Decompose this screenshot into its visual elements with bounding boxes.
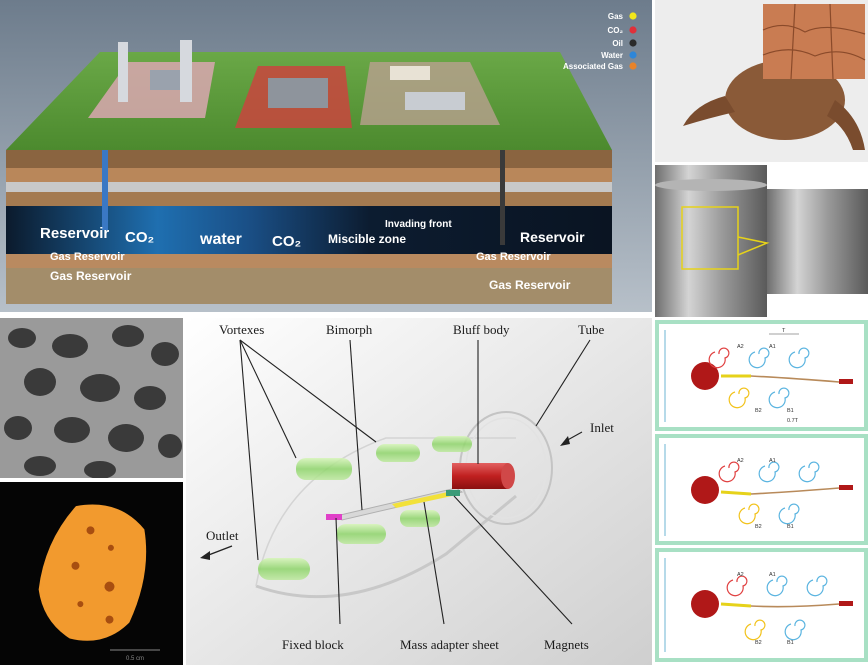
sim1-label-a1: A1 xyxy=(769,344,776,350)
legend-label-water: Water xyxy=(601,51,623,60)
harvester-diagram: Vortexes Bimorph Bluff body Tube Inlet O… xyxy=(186,318,652,665)
label-reservoir-right: Reservoir xyxy=(520,229,585,245)
legend-label-co2: CO₂ xyxy=(607,26,623,35)
label-co2-right: CO₂ xyxy=(272,233,301,250)
bluff-cylinder xyxy=(691,590,719,618)
zoom-box xyxy=(681,206,739,270)
label-miscible-zone: Miscible zone xyxy=(328,232,406,246)
legend-label-oil: Oil xyxy=(612,39,623,48)
reservoir-panel: Gas CO₂ Oil Water Associated Gas Reservo… xyxy=(0,0,652,312)
label-water: water xyxy=(199,231,242,248)
vortex-sim-svg-1: A2 A1 B2 B1 T 0.7T xyxy=(664,328,853,424)
vortex-cylinders xyxy=(258,436,472,580)
sem-pores xyxy=(4,325,182,478)
sim3-label-b2: B2 xyxy=(755,640,762,646)
sim1-label-a2: A2 xyxy=(737,344,744,350)
label-gas-reservoir-1: Gas Reservoir xyxy=(50,251,125,263)
sim3-label-a2: A2 xyxy=(737,572,744,578)
sim1-label-b1: B1 xyxy=(787,408,794,414)
sim3-label-b1: B1 xyxy=(787,640,794,646)
vortex-sim-panel-3: A2 A1 B2 B1 xyxy=(655,548,868,662)
fixed-block xyxy=(326,514,342,520)
sim2-label-b2: B2 xyxy=(755,524,762,530)
tube-photo xyxy=(655,165,868,317)
bluff-body xyxy=(452,463,508,489)
label-co2-left: CO₂ xyxy=(125,229,154,246)
sim2-label-a1: A1 xyxy=(769,458,776,464)
reservoir-illustration: Gas CO₂ Oil Water Associated Gas Reservo… xyxy=(0,0,652,312)
tube-zoom-inset xyxy=(767,189,868,294)
legend-label-associated-gas: Associated Gas xyxy=(563,62,624,71)
sim3-label-a1: A1 xyxy=(769,572,776,578)
label-gas-reservoir-4: Gas Reservoir xyxy=(489,278,571,292)
ct-sample xyxy=(38,504,147,641)
label-reservoir-left: Reservoir xyxy=(40,225,109,242)
pangolin-photo xyxy=(655,0,868,162)
sim1-label-tt: 0.7T xyxy=(787,418,799,424)
legend-label-gas: Gas xyxy=(608,12,624,21)
ct-scale-label: 0.5 cm xyxy=(126,656,144,662)
sim1-label-t: T xyxy=(782,328,786,334)
magnets xyxy=(446,490,460,496)
bluff-cylinder xyxy=(691,476,719,504)
label-magnets: Magnets xyxy=(544,637,589,652)
legend-dot-oil xyxy=(629,39,637,47)
label-fixed-block: Fixed block xyxy=(282,637,344,652)
vortex-sim-svg-3: A2 A1 B2 B1 xyxy=(664,558,853,652)
label-bluff-body: Bluff body xyxy=(453,322,510,337)
sim1-label-b2: B2 xyxy=(755,408,762,414)
pangolin-body xyxy=(725,60,845,140)
label-invading-front: Invading front xyxy=(385,219,452,230)
legend-dot-water xyxy=(629,51,637,59)
label-gas-reservoir-2: Gas Reservoir xyxy=(476,251,551,263)
legend-dot-gas xyxy=(629,12,637,20)
legend-dot-co2 xyxy=(629,26,637,34)
label-vortexes: Vortexes xyxy=(219,322,264,337)
vortex-sim-svg-2: A2 A1 B2 B1 xyxy=(664,444,853,536)
label-gas-reservoir-3: Gas Reservoir xyxy=(50,269,132,283)
sim2-label-a2: A2 xyxy=(737,458,744,464)
label-bimorph: Bimorph xyxy=(326,322,373,337)
label-tube: Tube xyxy=(578,322,604,337)
label-inlet: Inlet xyxy=(590,420,614,435)
bluff-cylinder xyxy=(691,362,719,390)
vortex-sim-panel-2: A2 A1 B2 B1 xyxy=(655,434,868,545)
legend-dot-associated-gas xyxy=(629,62,637,70)
ct-scan-image: 0.5 cm xyxy=(0,482,183,665)
vortex-sim-panel-1: A2 A1 B2 B1 T 0.7T xyxy=(655,320,868,431)
mass-adapter-sheet xyxy=(392,492,452,508)
sem-porous-image xyxy=(0,318,183,478)
label-outlet: Outlet xyxy=(206,528,239,543)
label-mass-adapter-sheet: Mass adapter sheet xyxy=(400,637,499,652)
tube-shell xyxy=(255,494,517,599)
sim2-label-b1: B1 xyxy=(787,524,794,530)
pangolin-scale-inset xyxy=(763,4,865,79)
